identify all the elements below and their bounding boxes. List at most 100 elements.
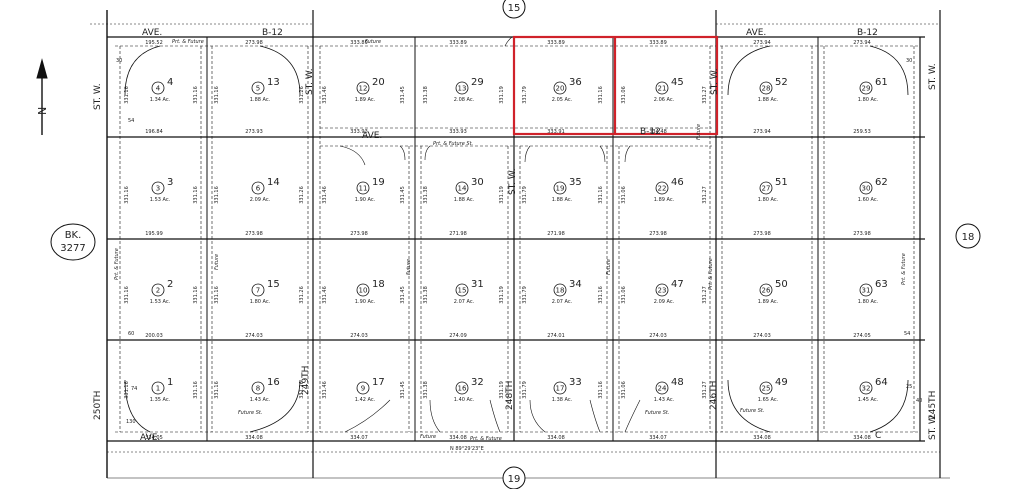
lot-acreage: 1.34 Ac. — [150, 97, 171, 103]
lot-acreage: 1.88 Ac. — [454, 197, 475, 203]
svg-text:15: 15 — [508, 3, 521, 14]
lot-acreage: 2.08 Ac. — [454, 97, 475, 103]
parcel-circle-number: 32 — [862, 385, 871, 393]
svg-text:Future St.: Future St. — [740, 408, 764, 414]
dimension-label: 196.84 — [145, 129, 163, 135]
dimension-label: 331.06 — [621, 381, 627, 399]
dimension-label: 74 — [131, 386, 137, 392]
lot-acreage: 1.89 Ac. — [758, 299, 779, 305]
svg-text:ST. W.: ST. W. — [93, 83, 103, 110]
lot-acreage: 1.42 Ac. — [355, 397, 376, 403]
lot-acreage: 1.80 Ac. — [250, 299, 271, 305]
lot-acreage: 1.43 Ac. — [250, 397, 271, 403]
parcel-circle — [356, 181, 370, 195]
parcel-circle-number: 28 — [762, 85, 771, 93]
dimension-label: 331.16 — [124, 381, 130, 399]
parcel-lot[interactable]: 221.53 Ac. — [150, 279, 174, 305]
dimension-label: 331.16 — [193, 381, 199, 399]
dimension-label: 130 — [126, 419, 136, 425]
dimension-label: 331.16 — [214, 186, 220, 204]
parcel-circle-number: 29 — [862, 85, 871, 93]
lot-acreage: 1.45 Ac. — [858, 397, 879, 403]
dimension-label: 331.27 — [702, 186, 708, 204]
parcel-circle — [553, 181, 567, 195]
svg-text:245TH: 245TH — [928, 391, 938, 420]
parcel-lot[interactable]: 111.35 Ac. — [150, 377, 174, 403]
dimension-label: 331.38 — [423, 381, 429, 399]
parcel-circle-number: 26 — [762, 287, 771, 295]
svg-text:B-12: B-12 — [857, 28, 878, 38]
parcel-circle — [759, 283, 773, 297]
dimension-label: 331.46 — [322, 381, 328, 399]
parcel-circle — [251, 283, 265, 297]
parcel-lot[interactable]: 331.53 Ac. — [150, 177, 174, 203]
dimension-label: 331.06 — [621, 186, 627, 204]
ref-top[interactable]: 15 — [502, 0, 526, 19]
dimension-label: 331.46 — [322, 86, 328, 104]
ref-right[interactable]: 18 — [955, 223, 981, 249]
dimension-label: 331.06 — [621, 86, 627, 104]
lot-number: 46 — [671, 177, 684, 188]
parcel-circle-number: 5 — [256, 85, 260, 93]
dimension-label: 331.45 — [400, 86, 406, 104]
dimension-label: 274.09 — [449, 333, 467, 339]
lot-number: 62 — [875, 177, 888, 188]
lot-number: 49 — [775, 377, 788, 388]
svg-text:246TH: 246TH — [709, 381, 719, 410]
svg-text:250TH: 250TH — [93, 391, 103, 420]
dimension-label: 334.08 — [753, 435, 771, 441]
lot-acreage: 1.80 Ac. — [758, 197, 779, 203]
dimension-label: 274.03 — [350, 333, 368, 339]
dimension-label: 334.08 — [449, 435, 467, 441]
parcel-circle-number: 19 — [556, 185, 565, 193]
ref-book[interactable]: BK. 3277 — [50, 223, 96, 261]
parcel-lot[interactable]: 441.34 Ac. — [150, 77, 174, 103]
parcel-circle — [655, 181, 669, 195]
parcel-circle — [859, 381, 873, 395]
parcel-circle-number: 21 — [658, 85, 667, 93]
parcel-circle-number: 25 — [762, 385, 771, 393]
parcel-circle-number: 1 — [156, 385, 160, 393]
dimension-label: 334.08 — [853, 435, 871, 441]
north-arrow-icon — [36, 58, 48, 135]
parcel-lines — [90, 10, 950, 479]
dimension-label: 331.16 — [193, 186, 199, 204]
dimension-label: 273.98 — [350, 231, 368, 237]
lot-number: 4 — [167, 77, 173, 88]
ref-bottom[interactable]: 19 — [502, 466, 526, 489]
parcel-circle-number: 12 — [359, 85, 368, 93]
lot-number: 14 — [267, 177, 280, 188]
dimension-label: 331.27 — [702, 286, 708, 304]
parcel-circle-number: 18 — [556, 287, 565, 295]
dimension-label: 331.16 — [598, 86, 604, 104]
parcel-circle — [356, 381, 370, 395]
